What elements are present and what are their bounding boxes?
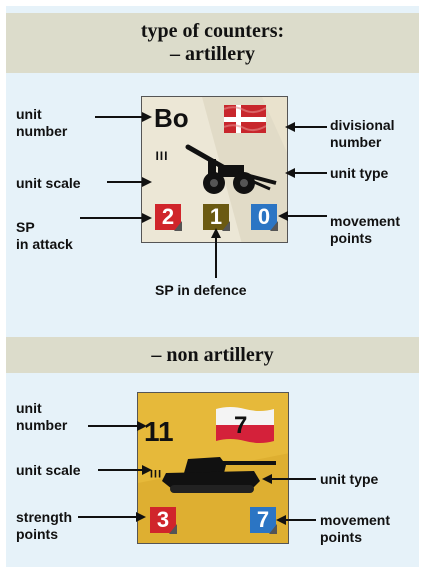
unit-number-text: 11 [144, 416, 174, 447]
label-sp-attack-line1: SP [16, 219, 35, 235]
label-strength-line2: points [16, 526, 58, 542]
polish-flag: 7 [216, 407, 274, 443]
label-unit-type-2: unit type [320, 471, 379, 487]
artillery-gun-icon [185, 144, 277, 194]
label-unit-number-line1: unit [16, 106, 42, 122]
label-unit-number-line2: number [16, 123, 68, 139]
attack-strength-box: 2 [155, 204, 182, 231]
label-divisional-line2: number [330, 134, 382, 150]
unit-number-text: Bo [154, 103, 189, 133]
tank-counter: 11 7 III 3 7 [137, 392, 289, 544]
label-unit-number-2-line1: unit [16, 400, 42, 416]
header-title-line1: type of counters: [140, 20, 285, 42]
label-sp-defence: SP in defence [155, 282, 247, 298]
label-movement-line2: points [330, 230, 372, 246]
artillery-header: type of counters: – artillery [6, 13, 419, 73]
label-unit-number-2: unit number [16, 400, 67, 434]
label-movement-points-2: movement points [320, 512, 390, 546]
label-unit-number-2-line2: number [16, 417, 68, 433]
label-unit-number: unit number [16, 106, 67, 140]
strength-points-box: 3 [150, 507, 177, 534]
tank-icon [162, 457, 276, 493]
header-title-line2: – artillery [170, 43, 255, 65]
label-divisional-number: divisional number [330, 117, 395, 151]
label-unit-scale-2: unit scale [16, 462, 81, 478]
label-movement-line1: movement [330, 213, 401, 229]
defence-strength-box: 1 [203, 204, 230, 231]
non-artillery-header: – non artillery [6, 337, 419, 373]
label-unit-scale: unit scale [16, 175, 81, 191]
label-sp-attack: SP in attack [16, 219, 73, 253]
danish-flag [224, 105, 266, 133]
unit-scale-mark: III [154, 148, 168, 163]
header-non-artillery-title: – non artillery [151, 344, 274, 366]
label-sp-attack-line2: in attack [16, 236, 73, 252]
label-movement-2-line1: movement [320, 512, 391, 528]
label-strength-line1: strength [16, 509, 72, 525]
movement-points-box: 7 [250, 507, 277, 534]
label-movement-2-line2: points [320, 529, 362, 545]
divisional-number-text: 7 [234, 412, 248, 439]
flag-cross-icon [224, 105, 266, 133]
movement-points-box: 0 [251, 204, 278, 231]
label-strength-points: strength points [16, 509, 72, 543]
artillery-counter: Bo III 2 1 0 [141, 96, 288, 243]
flag-shape [216, 407, 274, 443]
label-divisional-line1: divisional [330, 117, 395, 133]
label-movement-points: movement points [330, 213, 400, 247]
label-unit-type: unit type [330, 165, 389, 181]
